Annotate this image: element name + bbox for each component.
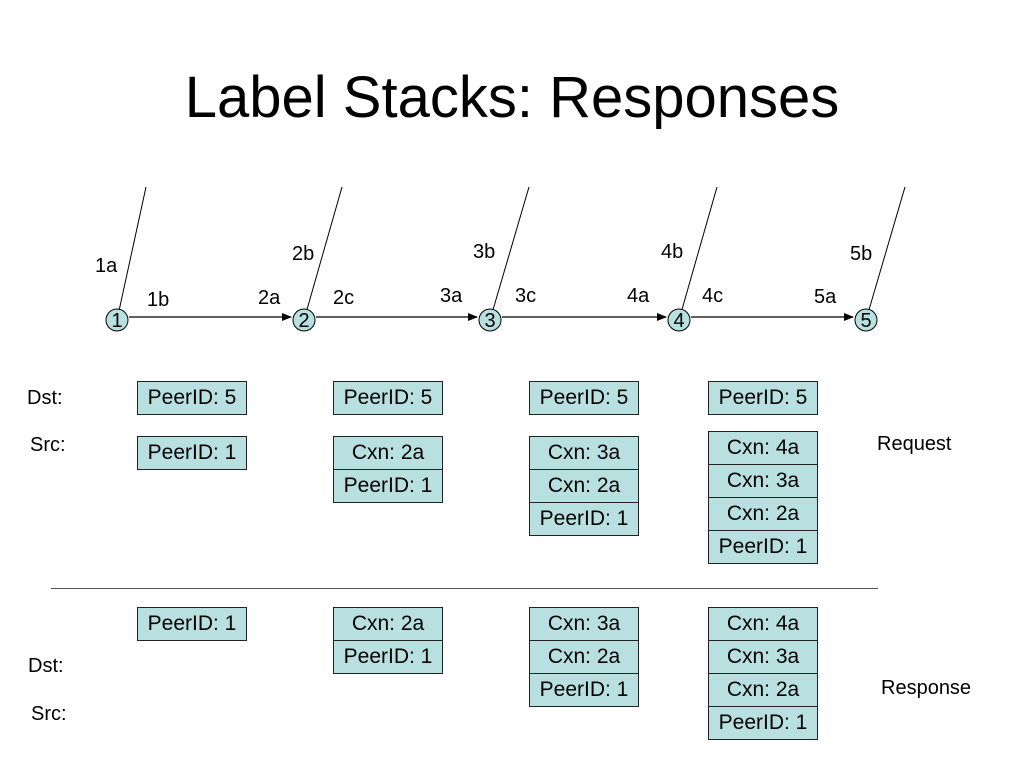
request-src-stack-1: PeerID: 1 [137,436,247,470]
label-cell: Cxn: 2a [529,640,639,674]
page-title: Label Stacks: Responses [184,65,840,130]
edge-label-5a: 5a [814,286,837,308]
link-line-3 [489,186,530,321]
response-label: Response [881,677,972,699]
label-cell: Cxn: 3a [529,436,639,470]
label-cell: PeerID: 5 [529,381,639,415]
edge-label-1a: 1a [95,255,118,277]
label-cell: PeerID: 1 [333,469,443,503]
response-stack-2: Cxn: 2a PeerID: 1 [333,607,443,674]
request-src-stack-3: Cxn: 3a Cxn: 2a PeerID: 1 [529,436,639,536]
response-src-label: Src: [31,703,67,725]
label-cell: Cxn: 3a [529,607,639,641]
link-line-4 [678,186,718,321]
label-cell: PeerID: 1 [529,673,639,707]
label-cell: Cxn: 2a [708,673,818,707]
edge-label-2b: 2b [292,243,314,265]
label-cell: PeerID: 1 [708,530,818,564]
link-line-2 [303,186,343,321]
edge-label-3c: 3c [515,285,536,307]
label-cell: Cxn: 4a [708,607,818,641]
svg-text:3: 3 [484,310,495,332]
node-1: 1 [105,308,129,332]
request-dst-stack-4: PeerID: 5 [708,381,818,415]
response-dst-label: Dst: [28,655,64,677]
request-dst-stack-1: PeerID: 5 [137,381,247,415]
request-src-label: Src: [30,434,66,456]
label-cell: PeerID: 1 [137,607,247,641]
label-cell: Cxn: 3a [708,464,818,498]
node-5: 5 [854,308,878,332]
label-cell: Cxn: 2a [529,469,639,503]
request-src-stack-2: Cxn: 2a PeerID: 1 [333,436,443,503]
label-cell: PeerID: 5 [137,381,247,415]
response-stack-4: Cxn: 4a Cxn: 3a Cxn: 2a PeerID: 1 [708,607,818,740]
edge-label-4c: 4c [702,285,723,307]
label-cell: PeerID: 1 [333,640,443,674]
request-src-stack-4: Cxn: 4a Cxn: 3a Cxn: 2a PeerID: 1 [708,431,818,564]
link-line-5 [865,186,906,321]
svg-text:1: 1 [111,310,122,332]
label-cell: PeerID: 1 [708,706,818,740]
edge-label-4a: 4a [627,285,650,307]
request-dst-stack-3: PeerID: 5 [529,381,639,415]
label-cell: Cxn: 2a [708,497,818,531]
edge-label-1b: 1b [147,289,169,311]
label-cell: PeerID: 1 [137,436,247,470]
edge-label-4b: 4b [661,241,683,263]
network-diagram: 1 2 3 4 5 1a 1b 2a 2b 2c 3a 3b 3c 4a 4b … [95,186,906,332]
node-4: 4 [667,308,691,332]
svg-text:5: 5 [860,310,871,332]
svg-text:2: 2 [298,310,309,332]
edge-label-3a: 3a [440,285,463,307]
edge-label-5b: 5b [850,243,872,265]
edge-label-3b: 3b [473,241,495,263]
svg-text:4: 4 [673,310,684,332]
link-line-1 [116,186,147,321]
response-stack-3: Cxn: 3a Cxn: 2a PeerID: 1 [529,607,639,707]
node-2: 2 [292,308,316,332]
label-cell: Cxn: 2a [333,436,443,470]
section-divider [51,588,878,589]
response-stack-1: PeerID: 1 [137,607,247,641]
edge-label-2c: 2c [333,287,354,309]
label-cell: Cxn: 3a [708,640,818,674]
label-cell: PeerID: 1 [529,502,639,536]
edge-label-2a: 2a [258,287,281,309]
label-cell: PeerID: 5 [333,381,443,415]
label-cell: Cxn: 4a [708,431,818,465]
request-dst-label: Dst: [27,387,63,409]
request-dst-stack-2: PeerID: 5 [333,381,443,415]
node-3: 3 [478,308,502,332]
label-cell: PeerID: 5 [708,381,818,415]
label-cell: Cxn: 2a [333,607,443,641]
request-label: Request [877,433,952,455]
